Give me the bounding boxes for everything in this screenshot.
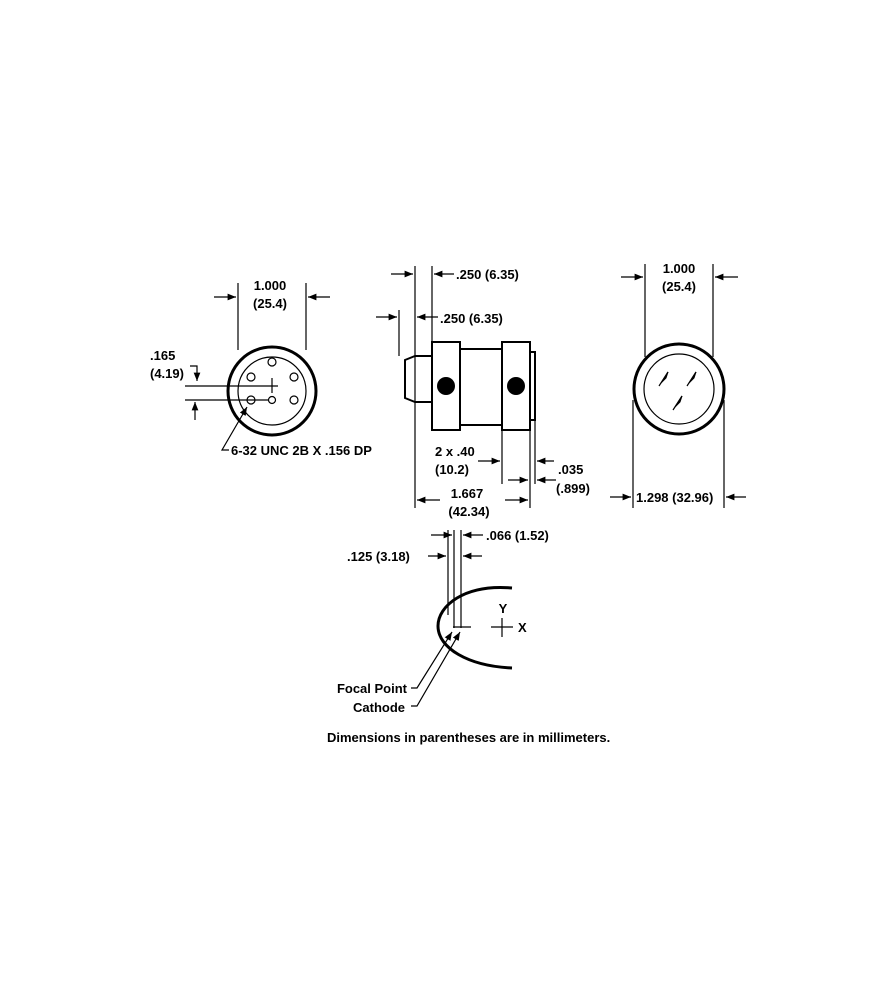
- center-body: [459, 348, 503, 426]
- x-axis-label: X: [518, 620, 527, 635]
- cathode-leader: [411, 631, 461, 707]
- thread-leader: [220, 406, 248, 451]
- front-offset-in: .165: [150, 348, 175, 363]
- rear-view: 1.000 (25.4) 1.298 (32.96): [610, 261, 746, 508]
- collar-dimension-in: 2 x .40: [435, 444, 475, 459]
- length-dimension-in: 1.667: [451, 486, 484, 501]
- center-port: [267, 395, 277, 405]
- front-width-in: 1.000: [254, 278, 287, 293]
- rear-inner-circle: [643, 353, 715, 425]
- flange-dimension-2: .250 (6.35): [440, 311, 503, 326]
- rear-outer-circle: [632, 342, 726, 436]
- cathode-offset: .125 (3.18): [347, 549, 410, 564]
- front-outer-circle: [226, 345, 318, 437]
- focal-offset: .066 (1.52): [486, 528, 549, 543]
- focal-detail: .125 (3.18) .066 (1.52) Y X Focal Point …: [337, 528, 549, 715]
- cathode-arc: [436, 586, 513, 670]
- front-flange: [404, 355, 433, 403]
- units-footnote: Dimensions in parentheses are in millime…: [327, 730, 610, 745]
- collar-left: [431, 341, 461, 431]
- flange-dimension: .250 (6.35): [456, 267, 519, 282]
- thread-note: 6-32 UNC 2B X .156 DP: [231, 443, 372, 458]
- mounting-hole: [267, 357, 277, 367]
- focal-point-leader: [411, 631, 453, 689]
- front-view: 1.000 (25.4) .165 (4.19) 6-32 UNC 2B X .…: [150, 278, 372, 458]
- thin-dimension-mm: (.899): [556, 481, 590, 496]
- front-offset-mm: (4.19): [150, 366, 184, 381]
- y-axis-label: Y: [499, 601, 508, 616]
- cathode-label: Cathode: [353, 700, 405, 715]
- side-view: .250 (6.35) .250 (6.35) 2 x .40 (10.2) .…: [376, 266, 590, 519]
- mounting-hole: [289, 372, 299, 382]
- front-inner-circle: [237, 356, 307, 426]
- focal-point-label: Focal Point: [337, 681, 408, 696]
- collar-dimension-mm: (10.2): [435, 462, 469, 477]
- mounting-hole: [289, 395, 299, 405]
- rear-width-in: 1.000: [663, 261, 696, 276]
- mounting-holes: [246, 357, 299, 405]
- length-dimension-mm: (42.34): [448, 504, 489, 519]
- rear-diameter: 1.298 (32.96): [636, 490, 713, 505]
- thin-dimension-in: .035: [558, 462, 583, 477]
- rear-cap: [529, 351, 536, 421]
- mounting-hole: [246, 372, 256, 382]
- set-screw-hole: [437, 377, 455, 395]
- set-screw-hole: [507, 377, 525, 395]
- dimension-arrow: [190, 365, 201, 381]
- front-width-mm: (25.4): [253, 296, 287, 311]
- rear-width-mm: (25.4): [662, 279, 696, 294]
- pin-markers: [658, 371, 697, 411]
